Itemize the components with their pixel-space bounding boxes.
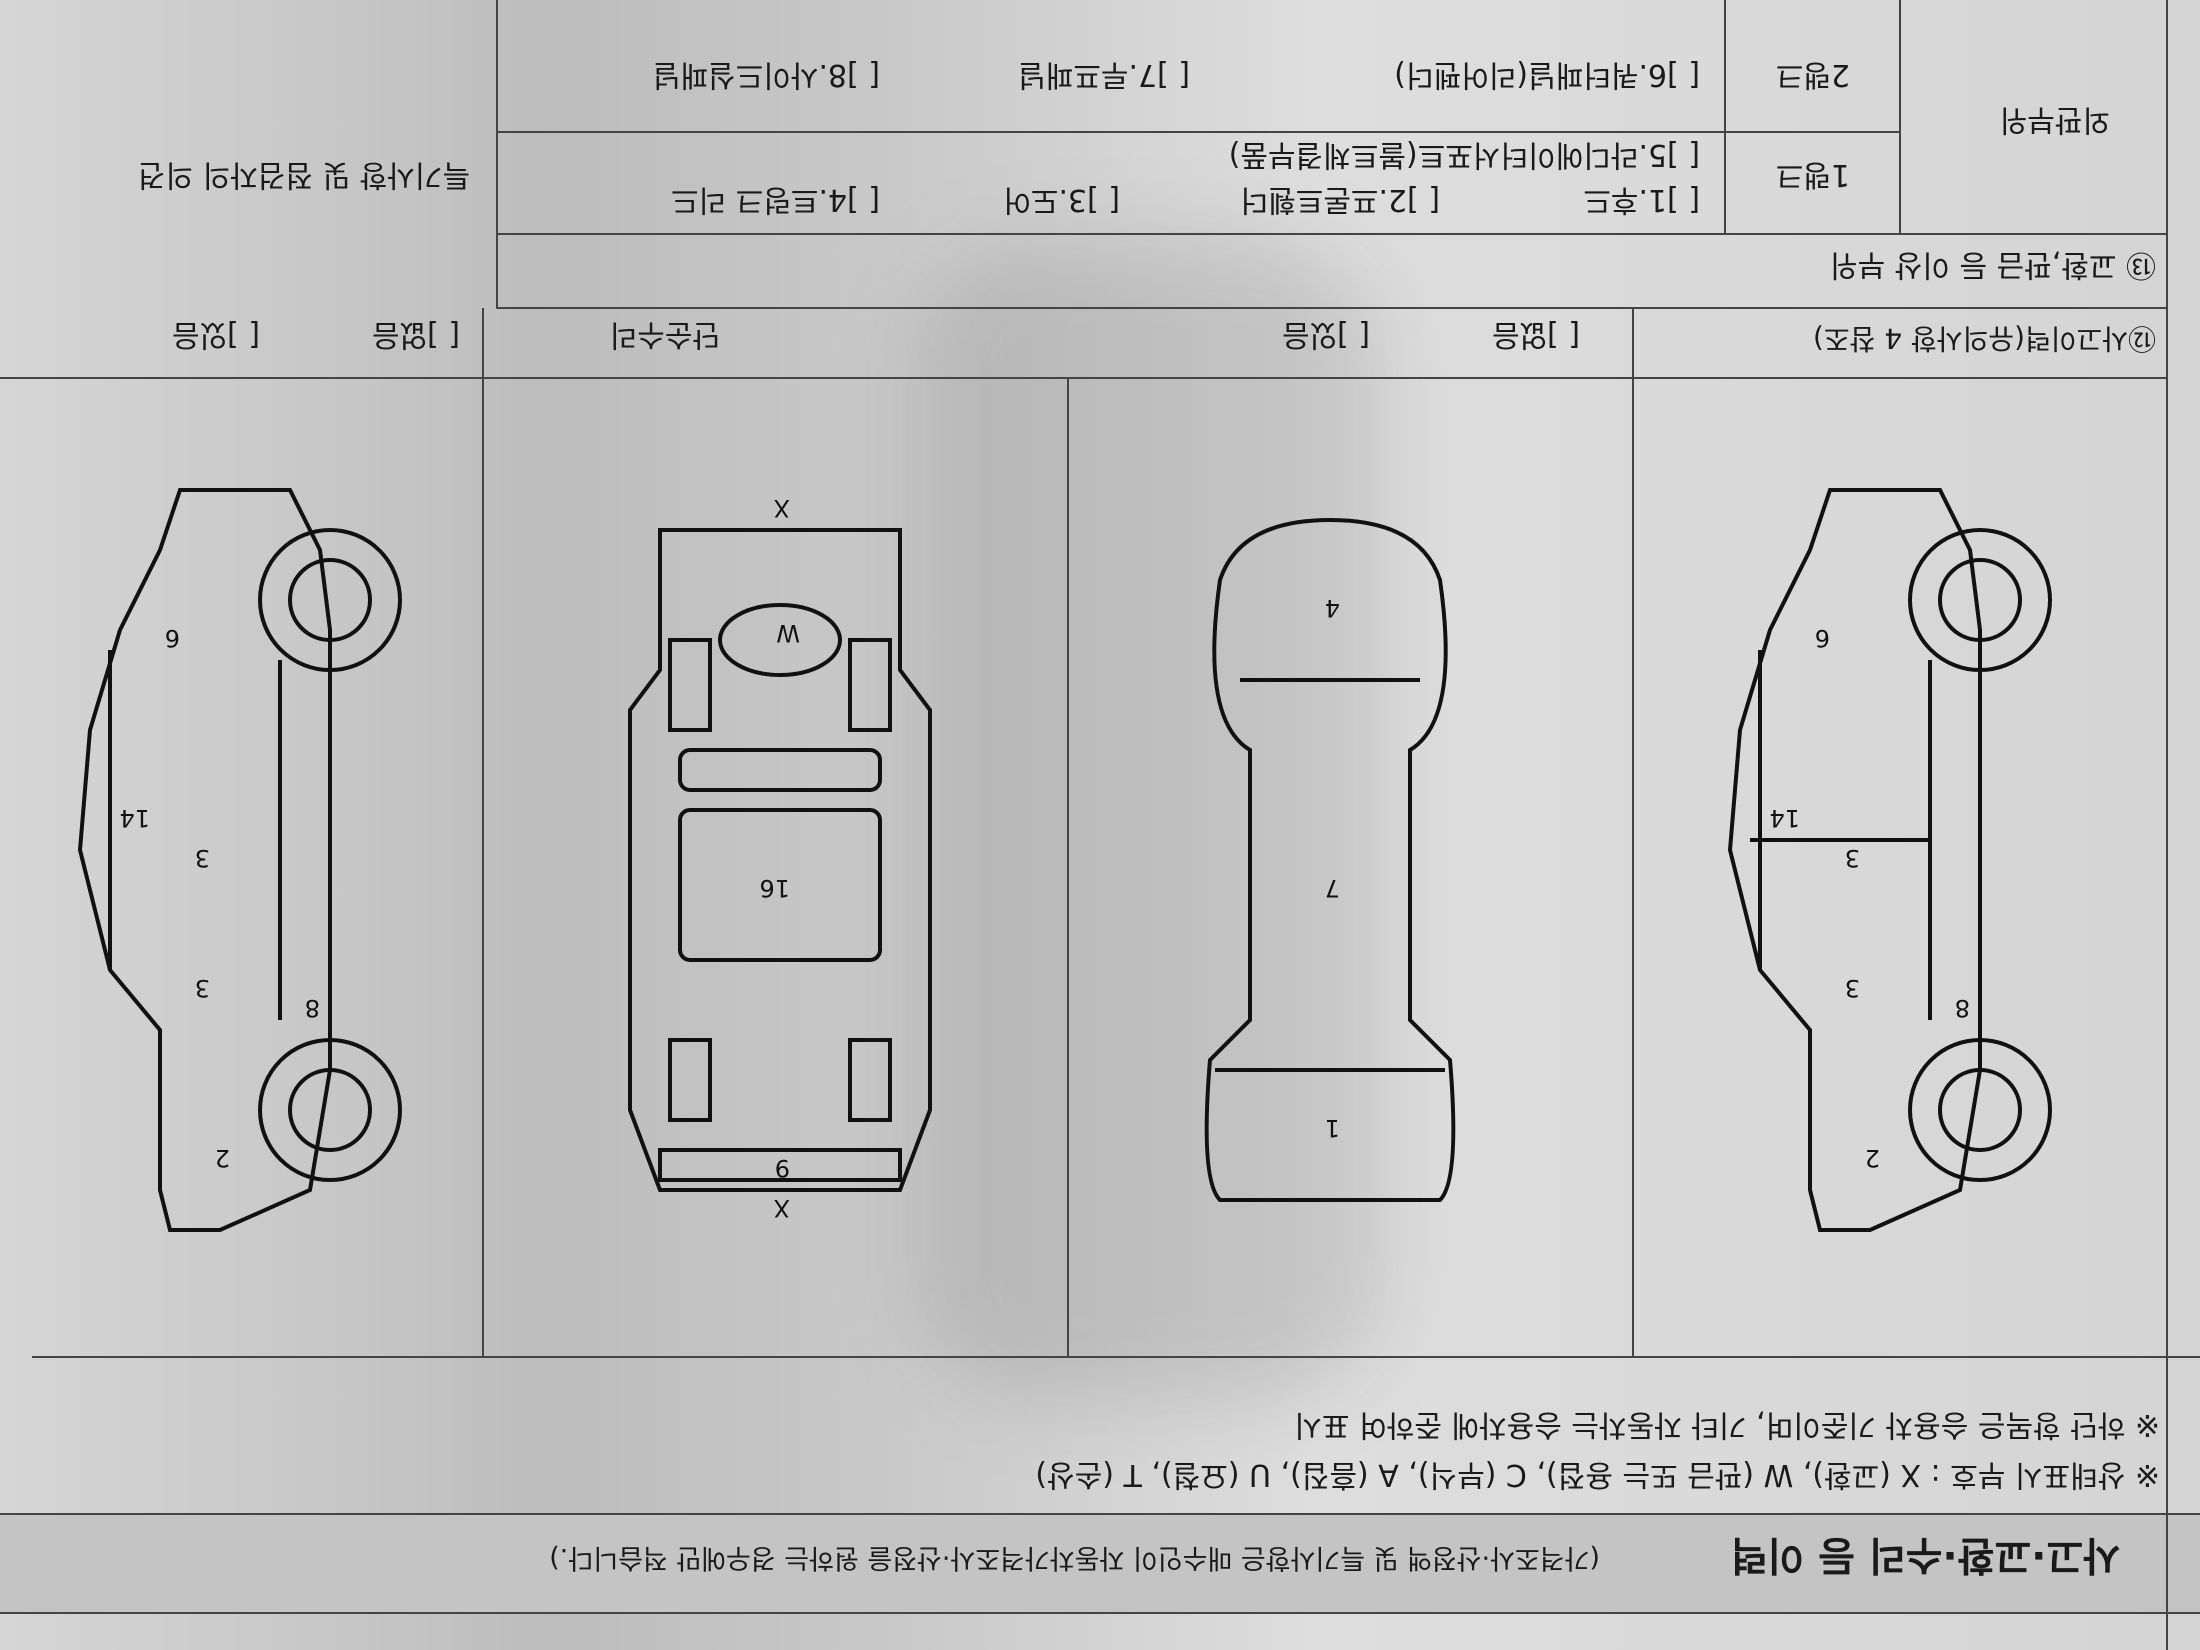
svg-text:8: 8 xyxy=(1955,994,1970,1022)
svg-text:9: 9 xyxy=(775,1154,790,1182)
rank1-item-hood[interactable]: [ ]1.후드 xyxy=(1583,182,1700,217)
svg-text:3: 3 xyxy=(1845,974,1860,1002)
svg-text:7: 7 xyxy=(1325,874,1340,902)
svg-text:4: 4 xyxy=(1325,594,1340,622)
rank1-item-front-fender[interactable]: [ ]2.프론트휀더 xyxy=(1240,182,1440,217)
svg-text:3: 3 xyxy=(1845,844,1860,872)
rank2-item-quarter-panel[interactable]: [ ]6.쿼터패널(리어펜더) xyxy=(1394,57,1700,92)
svg-text:3: 3 xyxy=(195,974,210,1002)
rank2-item-roof-panel[interactable]: [ ]7.루프패널 xyxy=(1018,57,1190,92)
rank1-item-trunk-lid[interactable]: [ ]4.트렁크 리드 xyxy=(670,182,880,217)
svg-text:8: 8 xyxy=(305,994,320,1022)
outer-panel-label: 외판부위 xyxy=(1999,102,2110,137)
remarks-label: 특기사항 및 점검자의 의견 xyxy=(137,157,470,192)
rank1-label: 1랭크 xyxy=(1775,157,1850,192)
simple-repair-none-checkbox[interactable]: [ ]없음 xyxy=(371,317,460,352)
simple-repair-label: 단순수리 xyxy=(609,317,720,352)
legend-note: ※ 하단 항목은 승용차 기준이며, 기타 자동차는 승용차에 준하여 표시 xyxy=(1294,1407,2160,1442)
mark-x-front: X xyxy=(774,1194,790,1222)
section13-label: ⑬ 교환,판금 등 이상 부위 xyxy=(1829,247,2156,282)
car-side-view-left: 2 8 3 3 14 6 xyxy=(77,488,402,1232)
accident-exists-checkbox[interactable]: [ ]있음 xyxy=(1281,317,1370,352)
car-top-view: 1 7 4 xyxy=(1204,517,1456,1202)
svg-text:2: 2 xyxy=(1865,1144,1880,1172)
svg-text:14: 14 xyxy=(1769,804,1800,832)
accident-history-label: ⑫사고이력(유의사항 4 참조) xyxy=(1812,322,2156,355)
car-side-view-right: 2 8 3 3 14 6 xyxy=(1727,488,2052,1232)
svg-text:1: 1 xyxy=(1325,1114,1340,1142)
svg-text:3: 3 xyxy=(195,844,210,872)
svg-text:16: 16 xyxy=(759,874,790,902)
rank1-item-radiator-support[interactable]: [ ]5.라디에이터서포트(볼트체결부품) xyxy=(1228,137,1700,172)
car-frame-view: 16 9 W X X xyxy=(628,494,932,1222)
svg-text:6: 6 xyxy=(165,624,180,652)
accident-none-checkbox[interactable]: [ ]없음 xyxy=(1491,317,1580,352)
svg-text:6: 6 xyxy=(1815,624,1830,652)
section-note: (가격조사·산정액 및 특기사항은 매수인이 자동차가격조사·산정을 원하는 경… xyxy=(549,1542,1600,1573)
rank2-label: 2랭크 xyxy=(1775,57,1850,92)
svg-text:2: 2 xyxy=(215,1144,230,1172)
section-title: 사고·교환·수리 등 이력 xyxy=(1730,1532,2120,1578)
mark-w: W xyxy=(776,619,800,647)
svg-text:14: 14 xyxy=(119,804,150,832)
simple-repair-exists-checkbox[interactable]: [ ]있음 xyxy=(171,317,260,352)
mark-x-rear: X xyxy=(774,494,790,522)
rank2-item-side-sill[interactable]: [ ]8.사이드실패널 xyxy=(652,57,880,92)
rank1-item-door[interactable]: [ ]3.도어 xyxy=(1003,182,1120,217)
legend-symbols: ※ 상태표시 부호 : X (교환), W (판금 또는 용접), C (부식)… xyxy=(1035,1457,2160,1492)
